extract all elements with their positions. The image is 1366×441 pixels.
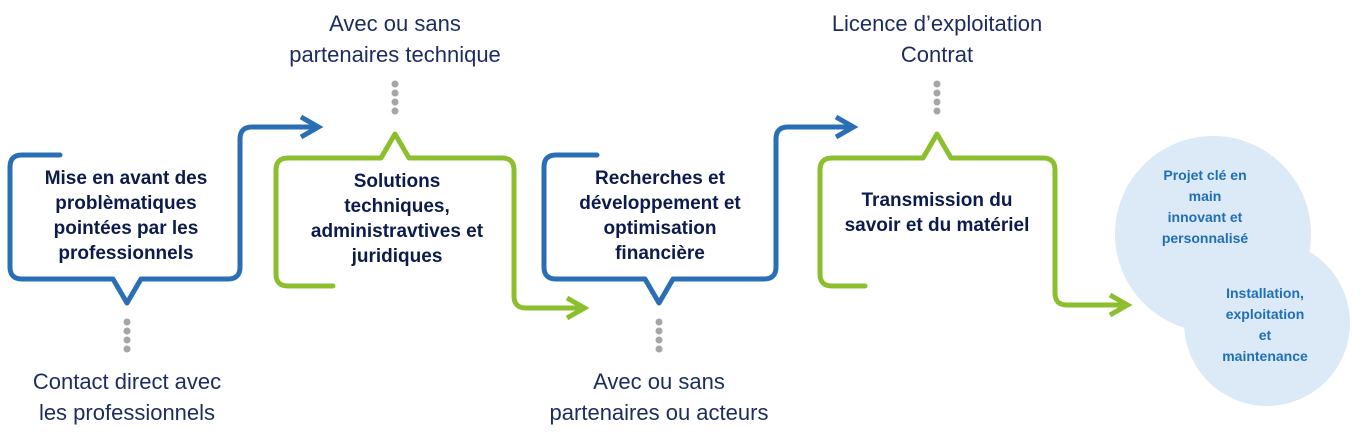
dotted-connector-top-2 [933, 80, 941, 115]
note-bottom-partenaires-acteurs: Avec ou sans partenaires ou acteurs [549, 369, 769, 425]
dotted-connector-bottom-2 [655, 318, 663, 353]
note-bottom-contact-direct: Contact direct avec les professionnels [32, 369, 222, 425]
outcome-1-label: Projet clé en main innovant et personnal… [1161, 167, 1249, 246]
step-4-label: Transmission du savoir et du matériel [844, 190, 1030, 236]
step-3-label: Recherches et développement et optimisat… [579, 168, 741, 264]
step-4-outline [817, 131, 1133, 318]
step-2-label: Solutions techniques, administravtives e… [310, 171, 484, 267]
dotted-connector-top-1 [391, 80, 399, 115]
step-2-outline [273, 131, 590, 321]
outcome-2-label: Installation, exploitation et maintenanc… [1222, 285, 1308, 364]
step-3-outline [541, 114, 859, 306]
dotted-connector-bottom-1 [123, 318, 131, 353]
note-top-licence-contrat: Licence d’exploitation Contrat [831, 11, 1043, 67]
step-1-outline [7, 114, 324, 306]
note-top-partenaires-technique: Avec ou sans partenaires technique [289, 11, 501, 67]
outcome-circle-2 [1184, 240, 1350, 406]
step-1-label: Mise en avant des problèmatiques pointée… [44, 168, 208, 264]
